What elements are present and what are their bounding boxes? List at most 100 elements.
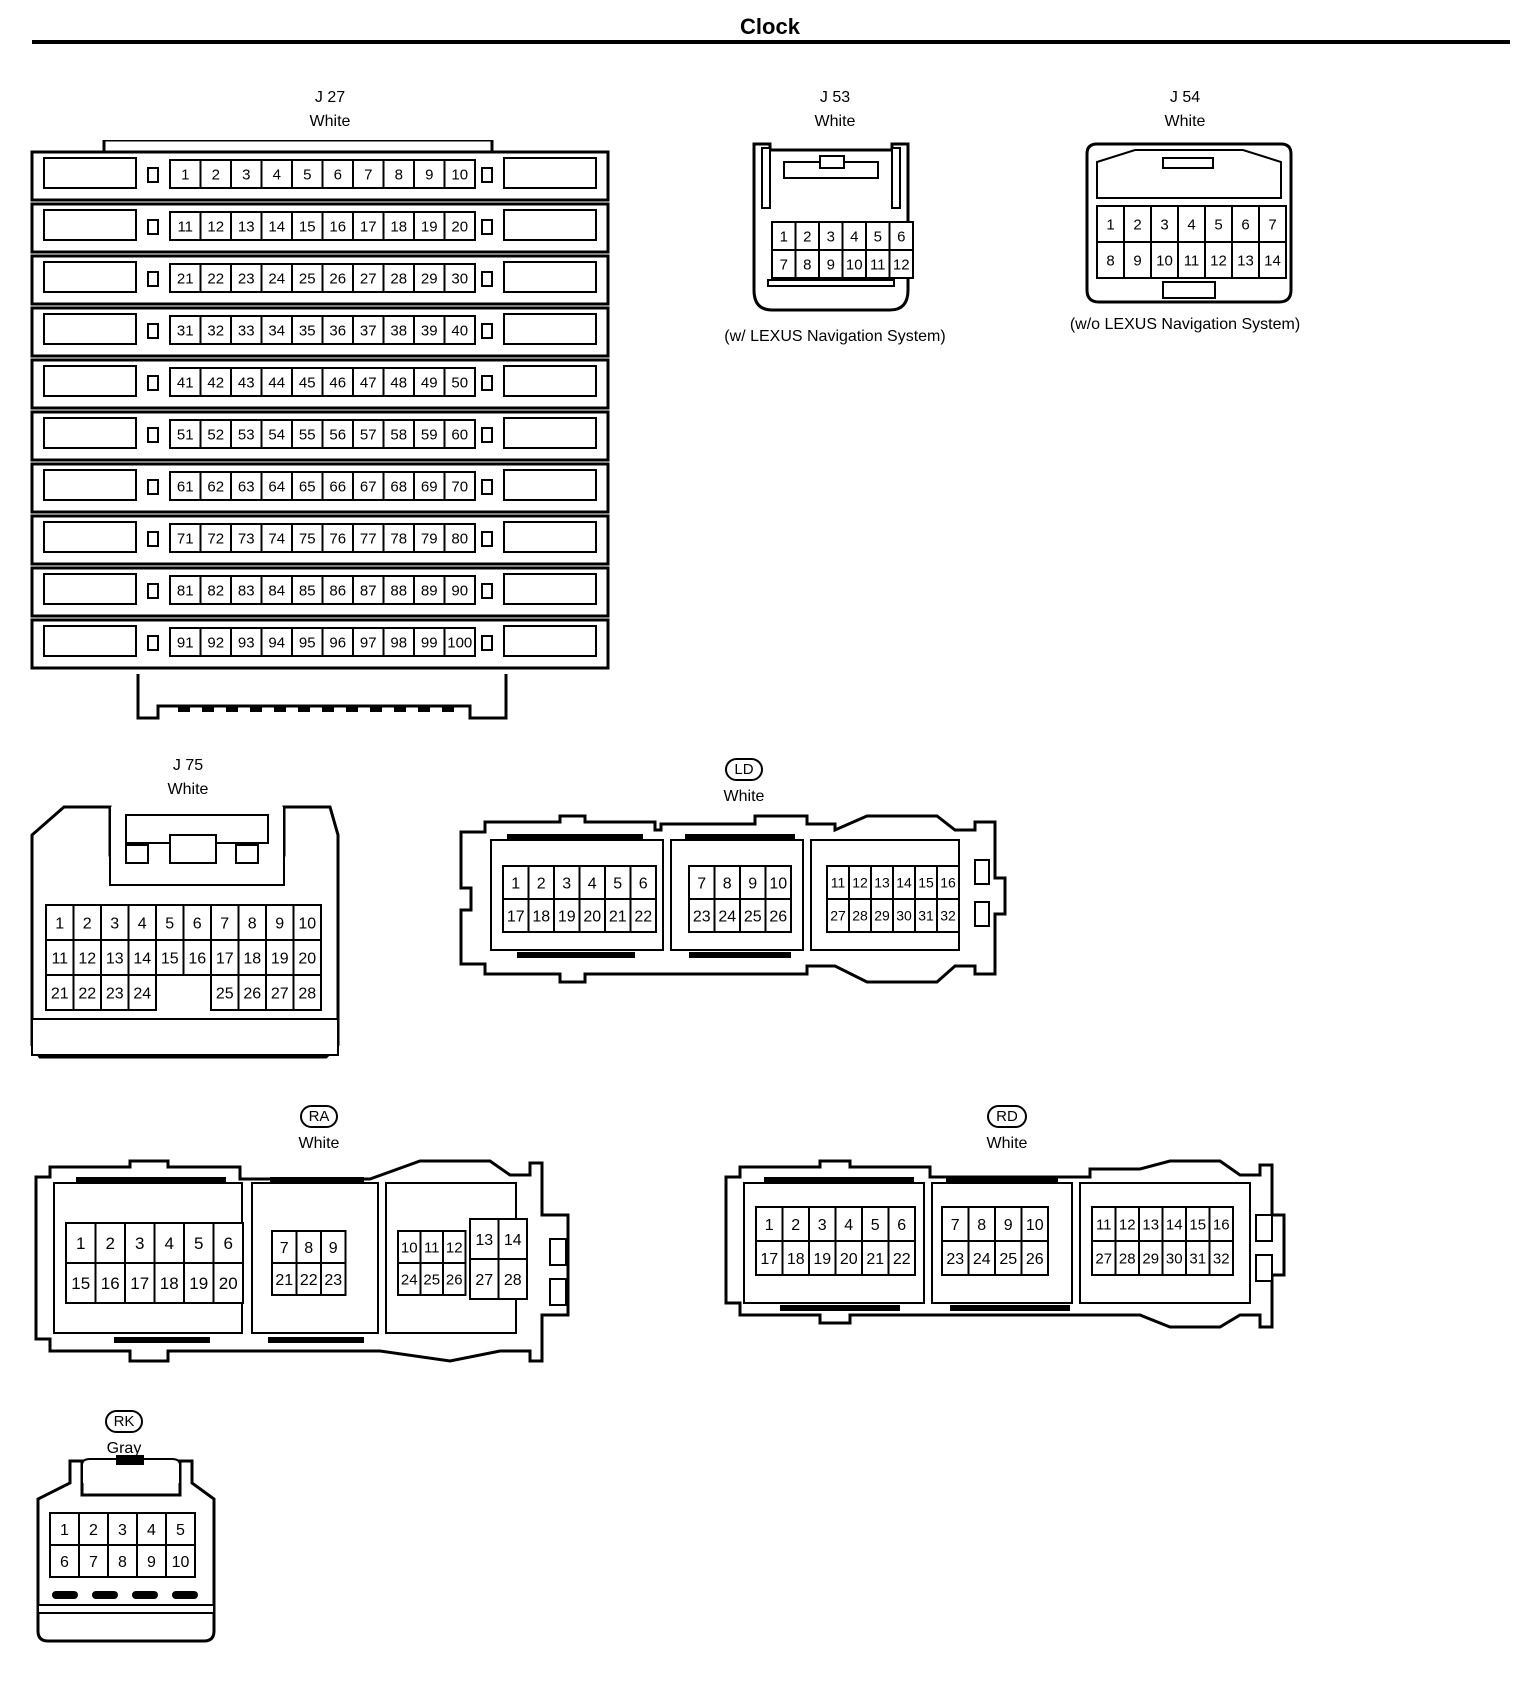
rk-terminal-slot xyxy=(52,1591,78,1599)
ld-pin-15: 15 xyxy=(918,875,934,891)
j27-bottom-tooth xyxy=(250,706,262,712)
j27-pin-23: 23 xyxy=(238,270,255,287)
rd-pin-11: 11 xyxy=(1096,1216,1112,1233)
rk-pin-3: 3 xyxy=(118,1522,127,1539)
j27-pin-13: 13 xyxy=(238,218,255,235)
j27-row-notch xyxy=(481,635,493,651)
j27-pin-32: 32 xyxy=(207,322,224,339)
rd-cavity xyxy=(1208,1240,1234,1276)
j75-pin-11: 11 xyxy=(51,950,68,967)
j27-bottom-tooth xyxy=(442,706,454,712)
ld-cavity xyxy=(502,865,530,900)
ra-pin-3: 3 xyxy=(135,1234,144,1253)
j27-cavity xyxy=(260,627,293,657)
rk-latch-tab xyxy=(116,1455,144,1465)
ra-pin-23: 23 xyxy=(324,1272,342,1289)
j54-cavity xyxy=(1204,241,1233,279)
j27-cavity xyxy=(230,523,263,553)
j27-row-latch xyxy=(43,573,137,605)
ld-pin-14: 14 xyxy=(896,875,912,891)
ld-rib xyxy=(507,834,643,840)
j27-row-latch xyxy=(503,261,597,293)
rd-pin-4: 4 xyxy=(844,1217,853,1234)
ld-pin-7: 7 xyxy=(697,875,706,892)
j75-pin-18: 18 xyxy=(243,950,261,967)
j27-pin-94: 94 xyxy=(268,634,285,651)
ra-pin-9: 9 xyxy=(329,1240,338,1257)
rd-id: RD xyxy=(987,1105,1027,1128)
j27-pin-55: 55 xyxy=(299,426,316,443)
j27-pin-85: 85 xyxy=(299,582,316,599)
j27-cavity xyxy=(321,419,354,449)
j27-cavity xyxy=(413,367,446,397)
j53-pin-7: 7 xyxy=(780,256,788,273)
j53-bottom-slot xyxy=(767,279,895,287)
j27-pin-88: 88 xyxy=(390,582,407,599)
ra-cavity xyxy=(183,1222,215,1264)
j27-pin-99: 99 xyxy=(421,634,438,651)
j27-pin-6: 6 xyxy=(334,166,342,183)
j27-pin-47: 47 xyxy=(360,374,377,391)
j54-cavity xyxy=(1123,241,1152,279)
j27-id: J 27 xyxy=(314,89,346,106)
j27-pin-97: 97 xyxy=(360,634,377,651)
j27-pin-59: 59 xyxy=(421,426,438,443)
ld-pin-23: 23 xyxy=(693,908,711,925)
ra-rib xyxy=(268,1337,364,1343)
j27-pin-15: 15 xyxy=(299,218,316,235)
j75-pin-21: 21 xyxy=(51,985,69,1002)
rd-header: RD White xyxy=(947,1105,1067,1152)
j27-row-latch xyxy=(43,521,137,553)
j27-row-notch xyxy=(481,427,493,443)
rd-pin-22: 22 xyxy=(893,1251,911,1268)
j27-pin-5: 5 xyxy=(303,166,311,183)
j27-cavity xyxy=(443,627,476,657)
ra-pin-13: 13 xyxy=(475,1232,493,1249)
j27-cavity xyxy=(382,263,415,293)
j27-row-latch xyxy=(43,625,137,657)
j27-cavity xyxy=(382,159,415,189)
j27-row-notch xyxy=(147,167,159,183)
rk-pin-5: 5 xyxy=(176,1522,185,1539)
j27-row-latch xyxy=(43,417,137,449)
j27-pin-17: 17 xyxy=(360,218,377,235)
j27-row-latch xyxy=(503,573,597,605)
j27-cavity xyxy=(413,159,446,189)
j27-row-latch xyxy=(503,209,597,241)
rd-pin-20: 20 xyxy=(840,1251,858,1268)
j27-cavity xyxy=(443,263,476,293)
ra-rib xyxy=(114,1337,210,1343)
j27-pin-75: 75 xyxy=(299,530,316,547)
j27-row-notch xyxy=(147,635,159,651)
j27-pin-66: 66 xyxy=(329,478,346,495)
j27-bottom-tooth xyxy=(178,706,190,712)
rd-cavity xyxy=(941,1240,970,1276)
ra-id: RA xyxy=(299,1105,339,1128)
ra-pin-18: 18 xyxy=(160,1274,179,1293)
j27-pin-57: 57 xyxy=(360,426,377,443)
ld-pin-2: 2 xyxy=(537,875,546,892)
j27-pin-68: 68 xyxy=(390,478,407,495)
rd-pin-27: 27 xyxy=(1095,1250,1112,1267)
j75-pin-7: 7 xyxy=(220,915,229,932)
ra-pin-20: 20 xyxy=(219,1274,238,1293)
j27-pin-30: 30 xyxy=(451,270,468,287)
j27-cavity xyxy=(169,367,202,397)
j27-pin-38: 38 xyxy=(390,322,407,339)
j54-cavity xyxy=(1231,241,1260,279)
j27-pin-18: 18 xyxy=(390,218,407,235)
rd-pin-30: 30 xyxy=(1166,1250,1183,1267)
j27-cavity xyxy=(321,315,354,345)
j54-key-tab xyxy=(1162,157,1214,169)
j54-cavity xyxy=(1177,241,1206,279)
rd-pin-17: 17 xyxy=(760,1251,778,1268)
ld-cavity xyxy=(739,865,767,900)
ra-cavity xyxy=(442,1262,467,1296)
rd-pin-28: 28 xyxy=(1119,1250,1136,1267)
j27-pin-63: 63 xyxy=(238,478,255,495)
ld-pin-9: 9 xyxy=(748,875,757,892)
j75-pin-9: 9 xyxy=(275,915,284,932)
ra-pin-10: 10 xyxy=(401,1239,418,1256)
j27-pin-51: 51 xyxy=(177,426,194,443)
j75-pin-6: 6 xyxy=(193,915,202,932)
